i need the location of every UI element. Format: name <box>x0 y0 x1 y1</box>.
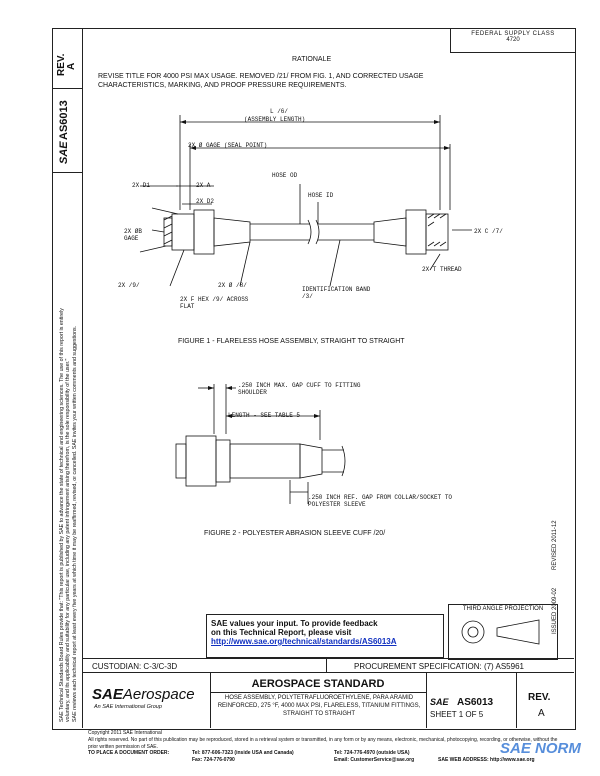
polyester-sleeve <box>229 443 301 479</box>
tb-rev-value: A <box>538 708 545 719</box>
right-fitting-nut <box>425 213 449 251</box>
side-strip-divider <box>82 28 83 728</box>
feedback-link[interactable]: http://www.sae.org/technical/standards/A… <box>211 637 397 646</box>
hose-id-label: HOSE ID <box>308 192 334 199</box>
b-gage-label: 2X ØB GAGE <box>124 228 143 242</box>
footer-email: Email: CustomerService@sae.org <box>334 757 415 764</box>
gap-ref-label: .250 INCH REF. GAP FROM COLLAR/SOCKET TO… <box>308 494 453 508</box>
fsc-line2: 4720 <box>506 37 520 43</box>
f8-label: 2X Ø /8/ <box>218 282 247 289</box>
logo-sae: SAE <box>92 686 123 703</box>
hex-label: 2X F HEX /9/ ACROSS FLAT <box>180 296 249 310</box>
feedback-line2: on this Technical Report, please visit <box>211 628 352 637</box>
fsc-line1: FEDERAL SUPPLY CLASS <box>471 31 555 37</box>
footer-rights: All rights reserved. No part of this pub… <box>88 736 558 750</box>
doc-number: AS6013 <box>456 697 494 708</box>
doc-number-block: SAE AS6013 <box>430 692 493 710</box>
doc-divider <box>426 672 427 728</box>
fitting-shoulder <box>185 435 217 487</box>
sae-norm-watermark: SAE NORM <box>500 740 581 757</box>
figure1-drawing <box>139 115 472 287</box>
a-label: 2X A <box>196 182 211 189</box>
sae-aerospace-logo: SAEAerospace An SAE International Group <box>92 686 195 710</box>
projection-label: THIRD ANGLE PROJECTION <box>462 606 544 612</box>
tb-rev-label: REV. <box>528 692 551 703</box>
rationale-text: REVISE TITLE FOR 4000 PSI MAX USAGE. REM… <box>98 73 424 90</box>
c-label: 2X C /7/ <box>474 228 503 235</box>
watermark-text: SAE NORM <box>500 740 581 757</box>
footer-tel1: Tel: 877-606-7323 (inside USA and Canada… <box>192 750 294 757</box>
side-notice-2: voluntary, and its applicability and sui… <box>65 358 71 722</box>
left-fitting-hex <box>171 213 195 251</box>
custodian: CUSTODIAN: C-3/C-3D <box>92 662 178 671</box>
feedback-line1: SAE values your input. To provide feedba… <box>211 619 378 628</box>
projection-box: THIRD ANGLE PROJECTION <box>448 604 558 660</box>
footer-copyright: Copyright 2011 SAE International <box>88 730 162 736</box>
procurement-divider <box>326 658 327 672</box>
side-sae-mark: SAE <box>58 141 70 164</box>
drawing-frame <box>52 28 576 730</box>
revised-date: REVISED 2011-12 <box>552 520 558 570</box>
title-block-mid <box>82 672 574 673</box>
footer-web[interactable]: SAE WEB ADDRESS: http://www.sae.org <box>438 757 535 764</box>
gap-max-label: .250 INCH MAX. GAP CUFF TO FITTING SHOUL… <box>238 382 361 396</box>
length-label: L /6/ <box>270 108 289 115</box>
figure2-caption: FIGURE 2 - POLYESTER ABRASION SLEEVE CUF… <box>204 530 386 537</box>
side-rev-value: A <box>66 62 77 70</box>
logo-divider <box>210 672 211 728</box>
projection-symbol-icon <box>461 619 540 645</box>
footer-fax: Fax: 724-776-0790 <box>192 757 235 764</box>
d2-label: 2X D2 <box>196 198 215 205</box>
feedback-box: SAE values your input. To provide feedba… <box>206 614 444 658</box>
figure2-drawing <box>175 384 346 504</box>
t-thread-label: 2X T THREAD <box>422 266 462 273</box>
rev-box-divider <box>52 88 82 89</box>
logo-aerospace: Aerospace <box>122 686 195 703</box>
figure1-caption: FIGURE 1 - FLARELESS HOSE ASSEMBLY, STRA… <box>178 338 405 345</box>
d1-label: 2X D1 <box>132 182 151 189</box>
procurement: PROCUREMENT SPECIFICATION: (7) AS5961 <box>354 662 524 671</box>
id-band-label: IDENTIFICATION BAND /3/ <box>302 286 371 300</box>
fsc-box: FEDERAL SUPPLY CLASS 4720 <box>450 28 575 53</box>
docid-box-divider <box>52 172 82 173</box>
side-notice-3: SAE reviews each technical report at lea… <box>72 325 78 722</box>
footer: Copyright 2011 SAE International All rig… <box>88 730 568 772</box>
f9-label: 2X /9/ <box>118 282 140 289</box>
rev-divider <box>516 672 517 728</box>
hose-od-label: HOSE OD <box>272 172 298 179</box>
length-sub: (ASSEMBLY LENGTH) <box>244 116 306 123</box>
title-block-top <box>82 658 574 659</box>
logo-sub: An SAE International Group <box>94 704 162 710</box>
rationale-title: RATIONALE <box>292 56 332 63</box>
gage-label: 2X Ø GAGE (SEAL POINT) <box>188 142 268 149</box>
footer-tel2: Tel: 724-776-4970 (outside USA) <box>334 750 410 757</box>
footer-order-label: TO PLACE A DOCUMENT ORDER: <box>88 750 170 757</box>
sheet-label: SHEET 1 OF 5 <box>430 710 484 719</box>
standard-desc: HOSE ASSEMBLY, POLYTETRAFLUOROETHYLENE, … <box>217 695 421 717</box>
side-doc-id: AS6013 <box>58 100 70 140</box>
sleeve-length-label: LENGTH - SEE TABLE 5 <box>228 412 301 419</box>
standard-title: AEROSPACE STANDARD <box>251 678 385 690</box>
standard-title-underline <box>210 692 426 693</box>
doc-sae: SAE <box>430 697 449 707</box>
